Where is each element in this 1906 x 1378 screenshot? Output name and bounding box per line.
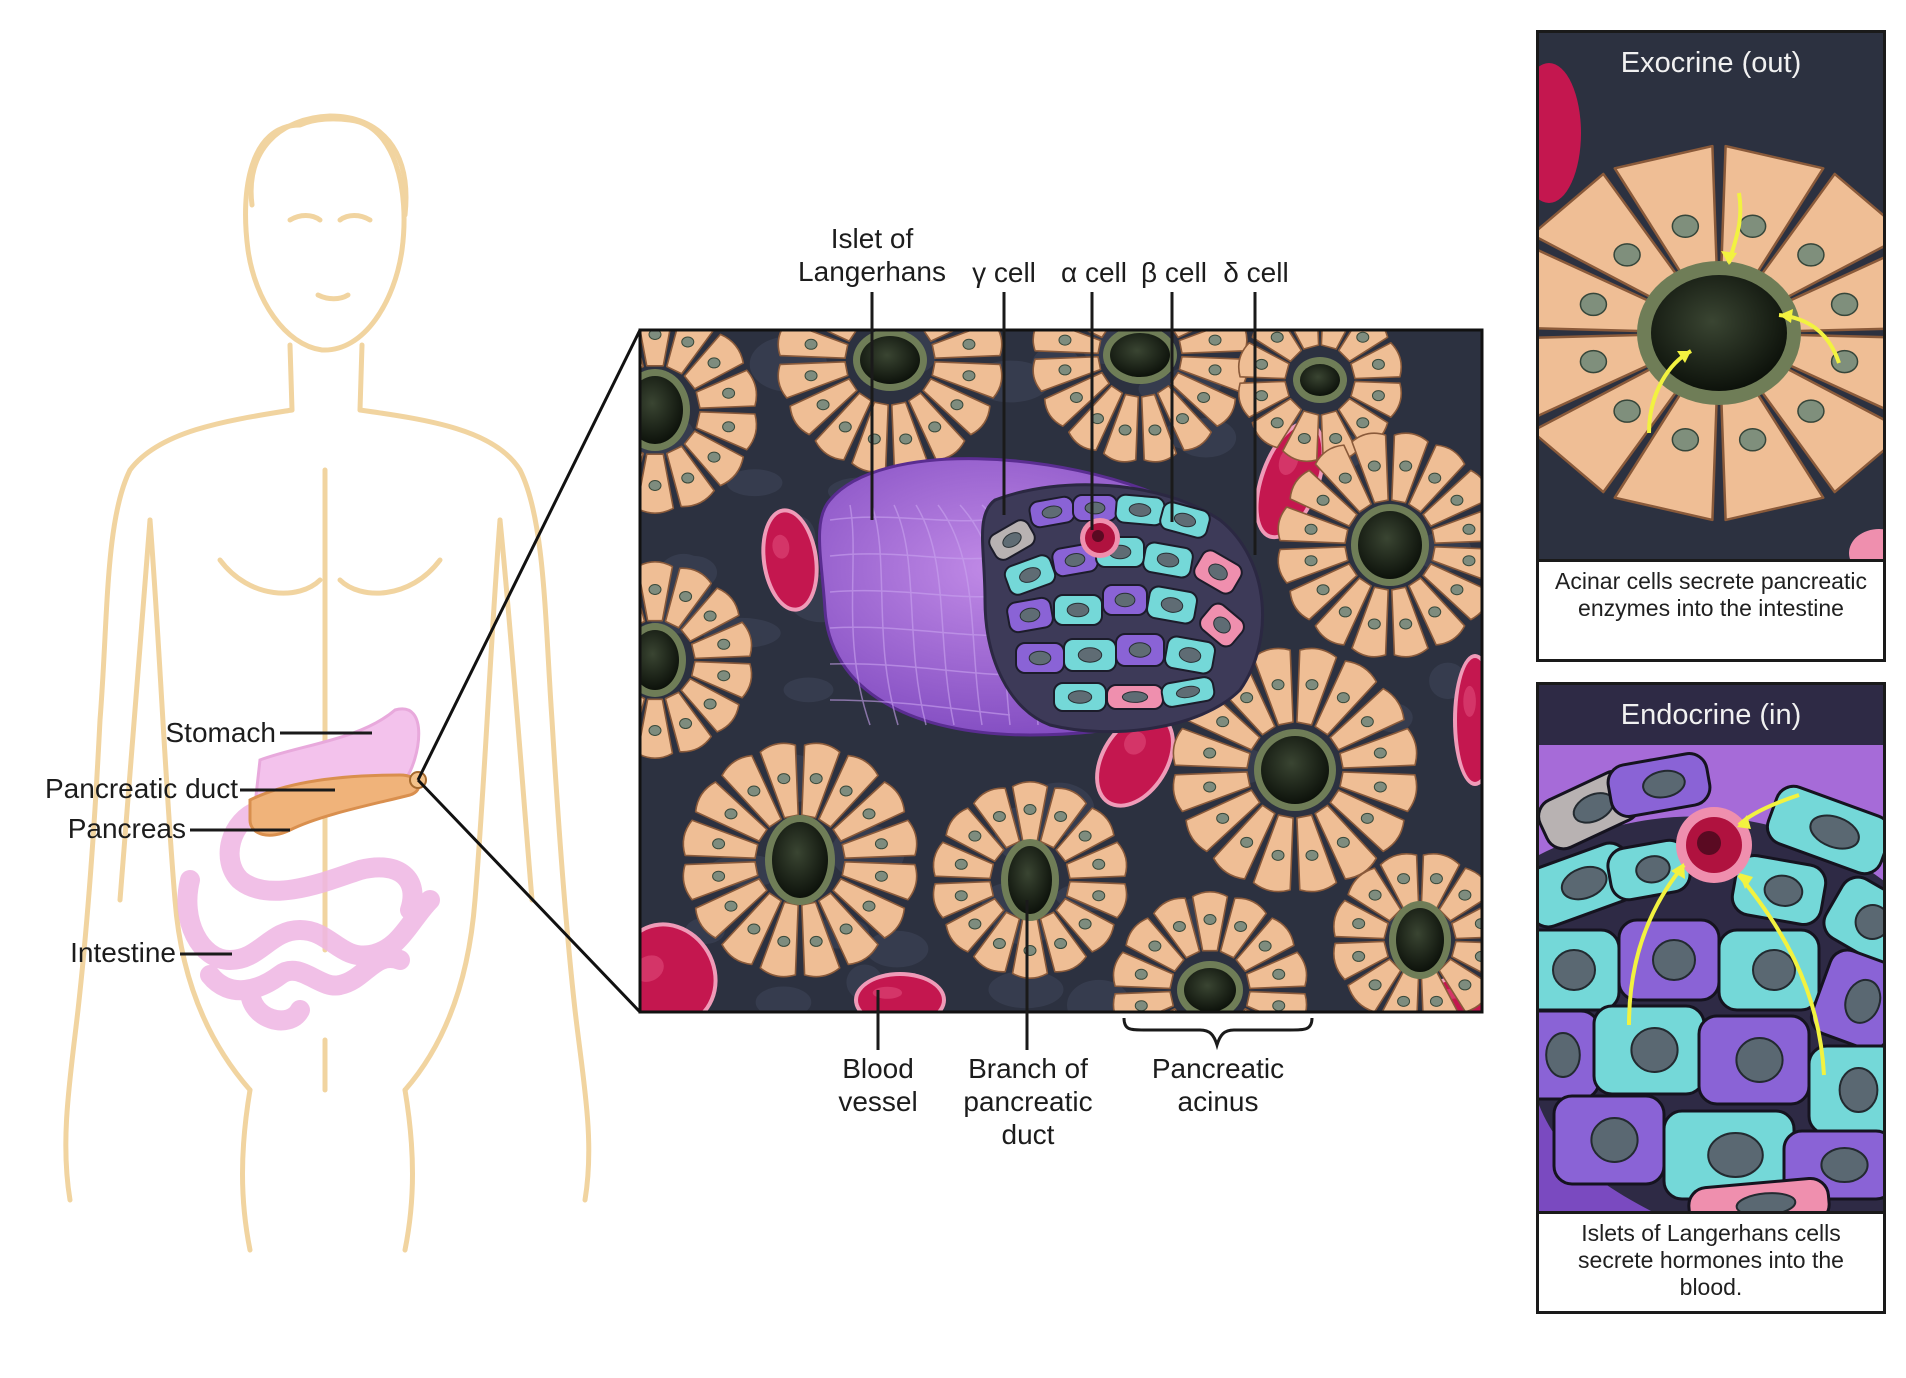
islet-cell <box>1146 585 1198 625</box>
acinus-closeup <box>1539 144 1883 522</box>
intestine-shape <box>177 800 440 1031</box>
label-alpha-cell: α cell <box>1061 257 1127 288</box>
label-pancreas: Pancreas <box>67 813 186 844</box>
islet-cell <box>1164 635 1216 675</box>
islet-cell <box>1053 594 1103 626</box>
label-islet-text: Islet of Langerhans <box>798 223 946 287</box>
tissue-section-frame <box>638 328 1484 1014</box>
islet-cell <box>1199 602 1245 648</box>
alpha-cell <box>1080 518 1120 558</box>
label-beta-cell: β cell <box>1141 257 1207 288</box>
islet-cell <box>1102 584 1148 616</box>
islet-of-langerhans <box>818 457 1264 737</box>
label-delta-cell: δ cell <box>1223 257 1289 288</box>
islet-cell <box>988 519 1036 561</box>
label-intestine: Intestine <box>70 937 176 968</box>
islet-cell <box>1063 638 1117 672</box>
endocrine-title: Endocrine (in) <box>1620 699 1802 731</box>
blood-vessel <box>761 508 819 612</box>
pancreatic-acinus <box>1333 853 1482 1012</box>
islet-cell <box>1006 596 1054 634</box>
blood-vessel <box>1453 654 1482 786</box>
body-leader-lines <box>180 731 372 956</box>
islet-cell <box>1765 784 1883 876</box>
islet-cell <box>1809 948 1883 1052</box>
islet-cell <box>1142 541 1194 579</box>
islet-cell <box>1552 1094 1666 1186</box>
micro-leader-lines <box>870 292 1257 1050</box>
islet-cell <box>1539 1009 1601 1101</box>
exocrine-title: Exocrine (out) <box>1620 47 1802 79</box>
label-pancreatic-acinus: Pancreatic acinus <box>1151 1053 1285 1117</box>
islet-cell <box>1115 633 1165 667</box>
islet-cell <box>1822 875 1883 965</box>
islet-cell <box>1053 682 1107 712</box>
exocrine-artwork <box>1539 33 1883 659</box>
label-branch-of-pancreatic-duct: Branch of pancreatic duct <box>963 1053 1093 1150</box>
islet-cell <box>1193 549 1243 595</box>
islet-cell <box>1015 642 1065 674</box>
pancreatic-acinus <box>640 330 758 514</box>
zoom-connector-lines <box>416 329 642 1014</box>
islet-cell <box>1072 494 1118 522</box>
islet-cell <box>1730 853 1828 927</box>
pancreatic-acinus <box>1237 330 1403 463</box>
islet-cell <box>1106 684 1164 710</box>
label-islet-of-langerhans: Islet of Langerhans <box>722 222 1022 288</box>
islet-cell <box>1807 1044 1883 1136</box>
islet-cell <box>1539 928 1621 1012</box>
pancreatic-acinus <box>777 330 1003 473</box>
human-body-outline <box>63 113 592 1253</box>
pancreatic-acinus <box>1112 891 1308 1012</box>
islet-cell <box>1606 752 1712 818</box>
pancreatic-acinus <box>1277 432 1482 658</box>
endocrine-panel: Endocrine (in) Islets of Langerhans cell… <box>1536 682 1886 1314</box>
islet-cell <box>1003 554 1057 596</box>
label-blood-vessel: Blood vessel <box>838 1053 918 1117</box>
islet-cell <box>1717 928 1821 1012</box>
endocrine-caption: Islets of Langerhans cells secrete hormo… <box>1539 1211 1883 1311</box>
islet-cell <box>1697 1014 1811 1106</box>
islet-cell <box>1160 676 1216 708</box>
islet-cell <box>1028 495 1076 529</box>
exocrine-caption: Acinar cells secrete pancreatic enzymes … <box>1539 559 1883 659</box>
islet-cell <box>1114 493 1166 527</box>
label-pancreatic-duct: Pancreatic duct <box>45 773 238 804</box>
arrow-heads <box>1671 815 1753 889</box>
arrow-heads <box>1677 251 1793 363</box>
blood-vessel <box>640 922 718 1012</box>
duct-lumen <box>1651 275 1787 391</box>
tissue-section <box>640 330 1482 1012</box>
blood-vessel <box>1539 63 1581 203</box>
pancreatic-acinus <box>932 781 1128 979</box>
endocrine-artwork <box>1539 685 1883 1311</box>
islet-cell <box>1617 918 1721 1002</box>
islet-closeup <box>1539 752 1883 1234</box>
exocrine-panel: Exocrine (out) Acinar cells secrete panc… <box>1536 30 1886 662</box>
pancreatic-acinus <box>682 742 918 978</box>
blood-vessel <box>854 972 946 1012</box>
islet-cell <box>1592 1004 1706 1096</box>
acinus-brace <box>1122 1017 1314 1051</box>
blood-vessel <box>1095 712 1175 808</box>
label-stomach: Stomach <box>165 717 277 748</box>
alpha-cell-closeup <box>1676 807 1752 883</box>
label-gamma-cell: γ cell <box>972 257 1036 288</box>
pancreatic-acinus <box>640 561 753 759</box>
